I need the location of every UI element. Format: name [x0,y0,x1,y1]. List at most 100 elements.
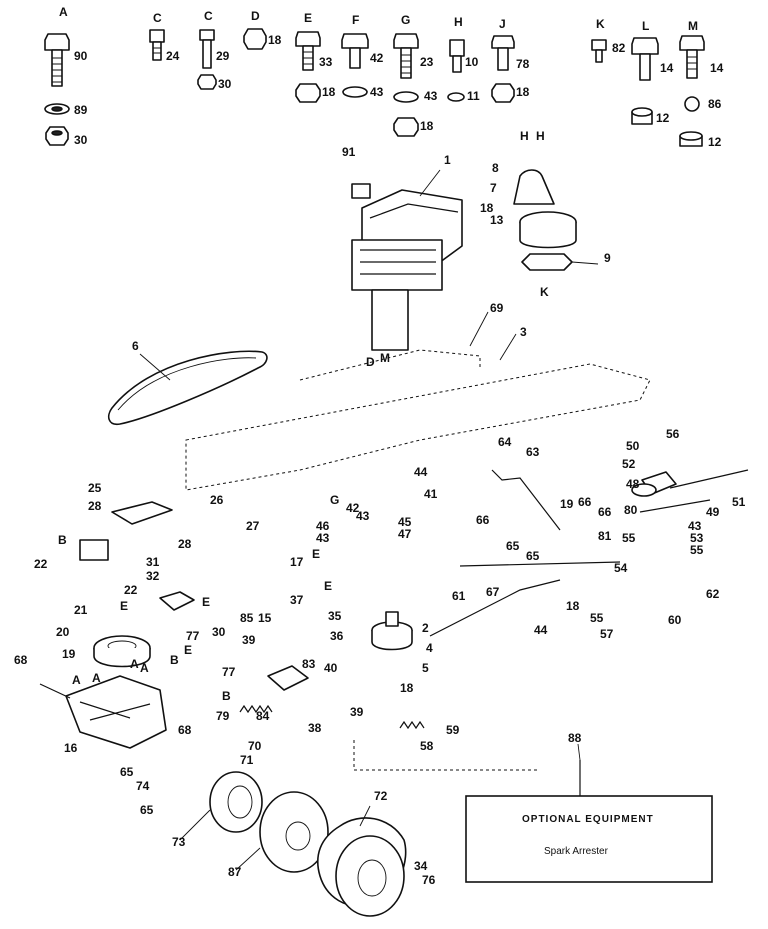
callout: E [202,595,210,609]
optional-equipment-box: OPTIONAL EQUIPMENT Spark Arrester [465,760,713,883]
callout: 43 [688,519,702,533]
callout: A [92,671,101,685]
callout: H [520,129,529,143]
callout: 51 [732,495,746,509]
callout: 7 [490,181,497,195]
tire-87-icon [259,791,329,873]
callout: 81 [598,529,612,543]
hardware-number: 29 [216,49,230,63]
hardware-number: 18 [420,119,434,133]
callout: 49 [706,505,720,519]
callout: 39 [350,705,364,719]
callout: 68 [14,653,28,667]
callout: E [324,579,332,593]
hardware-number: 14 [710,61,724,75]
callout: 36 [330,629,344,643]
callout: 79 [216,709,230,723]
callout: 65 [120,765,134,779]
callout: 6 [132,339,139,353]
callout: 46 [316,519,330,533]
header-label: E [304,11,312,25]
callout: A [130,657,139,671]
callout: 30 [212,625,226,639]
callout: 63 [526,445,540,459]
callout: 4 [426,641,433,655]
callout: 61 [452,589,466,603]
hardware-number: 30 [74,133,88,147]
spring-58-icon [399,720,425,730]
hardware-number: 78 [516,57,530,71]
callout: 71 [240,753,254,767]
callout: 27 [246,519,260,533]
header-label: J [499,17,506,31]
hardware-number: 43 [370,85,384,99]
callout: 13 [490,213,504,227]
hardware-number: 23 [420,55,434,69]
callout: 54 [614,561,628,575]
callout: 59 [446,723,460,737]
callout: 73 [172,835,186,849]
header-label: G [401,13,410,27]
nut-d-icon [243,28,267,50]
callout: 58 [420,739,434,753]
callout: 77 [186,629,200,643]
callout: 18 [566,599,580,613]
callout: 60 [668,613,682,627]
callout: 38 [308,721,322,735]
callout: 22 [124,583,138,597]
callout: 53 [690,531,704,545]
callout: 15 [258,611,272,625]
hardware-number: 43 [424,89,438,103]
callout: 83 [302,657,316,671]
header-label: C [204,9,213,23]
bolt-f-icon [341,33,369,98]
callout: 65 [526,549,540,563]
hardware-number: 86 [708,97,722,111]
brackets [79,471,677,691]
wheel-rim-icon [209,771,263,833]
callout: 20 [56,625,70,639]
hardware-number: 33 [319,55,333,69]
callout: 55 [622,531,636,545]
callout: 47 [398,527,412,541]
transaxle-housing-icon [39,675,167,749]
callout: 65 [506,539,520,553]
callout: E [120,599,128,613]
hardware-number: 12 [708,135,722,149]
callout: 68 [178,723,192,737]
header-label: A [59,5,68,19]
hardware-number: 10 [465,55,479,69]
callout: 2 [422,621,429,635]
callout: 67 [486,585,500,599]
engine-pulley-icon [371,611,413,651]
callout: B [222,689,231,703]
hardware-headers: A C C D E F G H J K L M [59,5,698,33]
callout: H [536,129,545,143]
callout: 1 [444,153,451,167]
hardware-number: 12 [656,111,670,125]
bolt-j-icon [491,35,515,103]
part-callouts: 91 1 8 H H 7 18 13 9 K 69 3 6 D M 64 63 … [14,129,746,887]
callout: 17 [290,555,304,569]
optional-equipment-subtitle: Spark Arrester [544,846,609,857]
callout: D [366,355,375,369]
callout: 5 [422,661,429,675]
air-filter-assembly [513,169,577,271]
hardware-number: 11 [467,89,480,103]
callout: 40 [324,661,338,675]
callout: 16 [64,741,78,755]
callout: 69 [490,301,504,315]
hardware-number: 30 [218,77,232,91]
hardware-number: 90 [74,49,88,63]
callout: 22 [34,557,48,571]
callout: B [170,653,179,667]
callout: 70 [248,739,262,753]
bolt-c-long-icon [197,29,217,90]
hardware-number: 42 [370,51,384,65]
callout: B [58,533,67,547]
callout: 76 [422,873,436,887]
callout: 64 [498,435,512,449]
callout: 48 [626,477,640,491]
callout: 19 [560,497,574,511]
